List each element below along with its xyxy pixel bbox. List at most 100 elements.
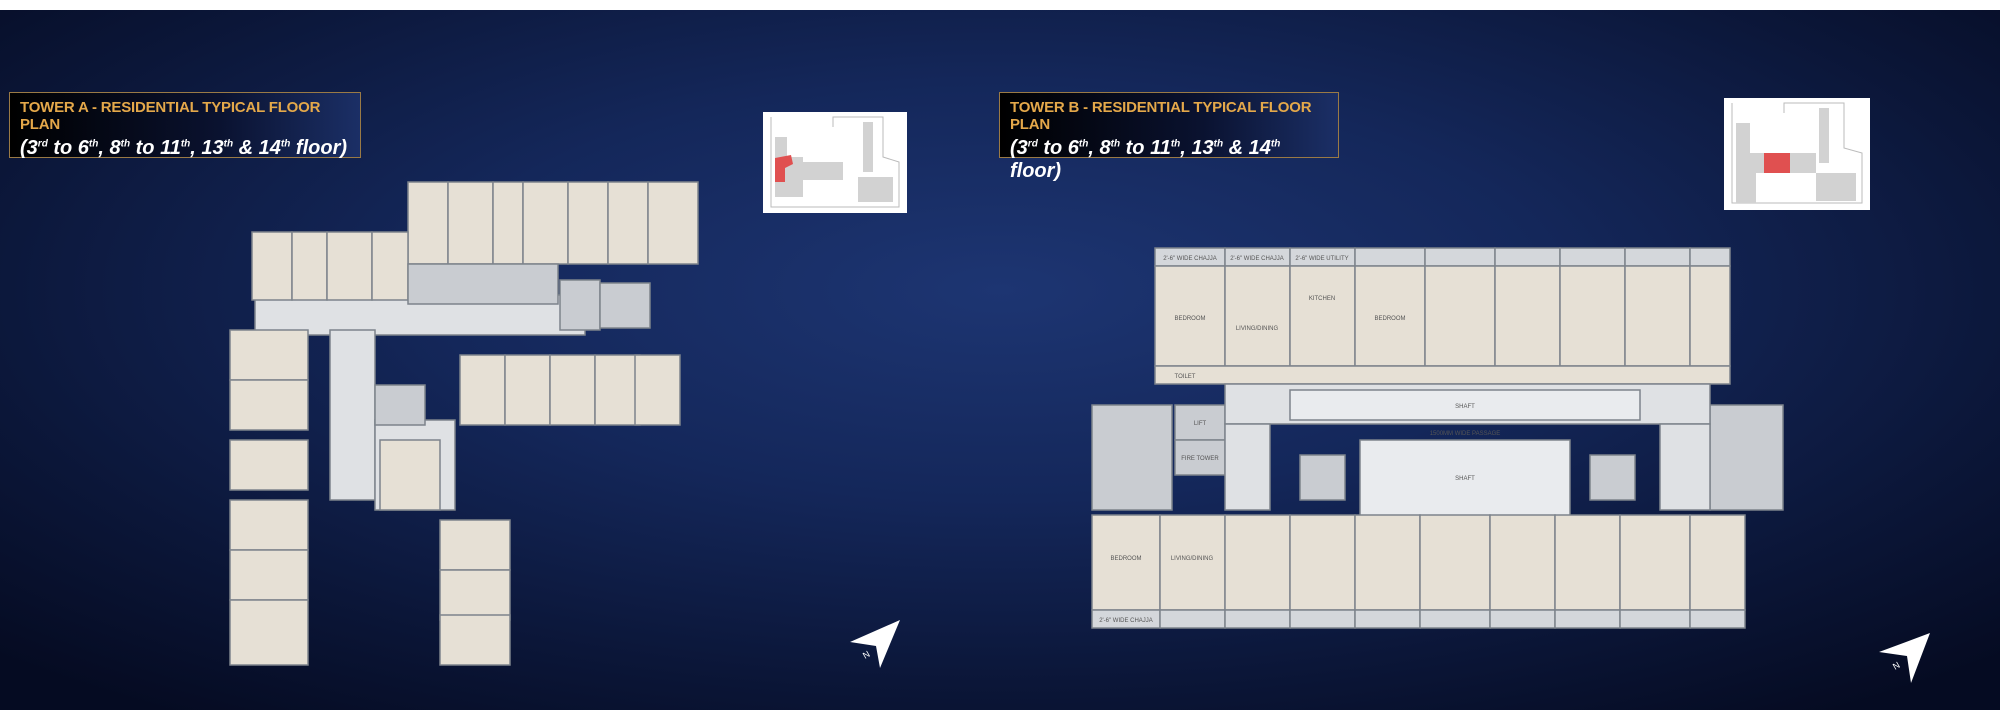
unit-room — [1224, 265, 1291, 367]
unit-room — [1554, 514, 1621, 611]
north-label-a: N — [861, 649, 872, 661]
room-label: BEDROOM — [1174, 316, 1205, 322]
unit-room — [229, 329, 309, 381]
shaft — [407, 263, 559, 305]
shaft — [1359, 439, 1571, 521]
unit-room — [1624, 265, 1691, 367]
passage — [1659, 423, 1711, 511]
room-label: LIVING/DINING — [1171, 556, 1214, 562]
tower-b-floor-plan: 2'-6" WIDE CHAJJA 2'-6" WIDE CHAJJA 2'-6" … — [1091, 247, 1784, 629]
unit-room — [291, 231, 328, 301]
unit-room — [229, 439, 309, 491]
north-arrow-a-icon: N — [850, 620, 900, 668]
chajja — [1289, 609, 1356, 629]
chajja — [1689, 609, 1746, 629]
unit-room — [1689, 265, 1731, 367]
unit-room — [379, 439, 441, 511]
key-plan-a-drawing — [770, 116, 900, 208]
shaft-label: SHAFT — [1455, 476, 1475, 482]
chajja — [1494, 247, 1561, 267]
unit-room — [1689, 514, 1746, 611]
fire-tower-label: FIRE TOWER — [1181, 456, 1219, 462]
tower-b-title: TOWER B - RESIDENTIAL TYPICAL FLOOR PLAN — [1010, 99, 1312, 133]
unit-room — [229, 549, 309, 601]
chajja — [1354, 247, 1426, 267]
room-label: TOILET — [1175, 374, 1196, 380]
tower-b-floors: (3rd to 6th, 8th to 11th, 13th & 14th fl… — [1010, 137, 1281, 182]
unit-room — [229, 499, 309, 551]
chajja — [1159, 609, 1226, 629]
unit-room — [459, 354, 506, 426]
unit-room — [439, 614, 511, 666]
chajja — [1624, 247, 1691, 267]
tower-a-title: TOWER A - RESIDENTIAL TYPICAL FLOOR PLAN — [20, 99, 321, 133]
tower-b-title-box: TOWER B - RESIDENTIAL TYPICAL FLOOR PLAN… — [999, 92, 1339, 182]
unit-room — [447, 181, 494, 265]
north-arrow-b-icon: N — [1879, 633, 1930, 683]
unit-room — [1224, 514, 1291, 611]
lift-label: LIFT — [1194, 421, 1207, 427]
chajja-label: 2'-6" WIDE CHAJJA — [1163, 256, 1217, 262]
unit-room — [549, 354, 596, 426]
staircase — [374, 384, 426, 426]
unit-room — [229, 379, 309, 431]
unit-room — [634, 354, 681, 426]
lift-core — [559, 279, 601, 331]
unit-room — [1424, 265, 1496, 367]
utility-label: 2'-6" WIDE UTILITY — [1295, 256, 1348, 262]
unit-room — [251, 231, 293, 301]
tower-a-floors: (3rd to 6th, 8th to 11th, 13th & 14th fl… — [20, 137, 348, 159]
unit-room — [1289, 514, 1356, 611]
chajja — [1354, 609, 1421, 629]
unit-room — [326, 231, 373, 301]
north-label-b: N — [1891, 660, 1902, 672]
room-label: LIVING/DINING — [1236, 326, 1279, 332]
unit-room — [1494, 265, 1561, 367]
tower-a-floor-plan — [229, 181, 699, 666]
unit-room — [407, 181, 449, 265]
unit-room — [1154, 265, 1226, 367]
unit-room — [229, 599, 309, 666]
passage-label: 1500MM WIDE PASSAGE — [1430, 431, 1501, 437]
unit-room — [1489, 514, 1556, 611]
room-label: BEDROOM — [1110, 556, 1141, 562]
unit-room — [1419, 514, 1491, 611]
unit-room — [647, 181, 699, 265]
chajja — [1419, 609, 1491, 629]
unit-room — [504, 354, 551, 426]
tower-a-highlight — [775, 155, 793, 182]
chajja — [1224, 609, 1291, 629]
room-label: BEDROOM — [1374, 316, 1405, 322]
shaft-label: SHAFT — [1455, 404, 1475, 410]
unit-room — [1091, 514, 1161, 611]
chajja — [1559, 247, 1626, 267]
room-label: KITCHEN — [1309, 296, 1335, 302]
chajja — [1424, 247, 1496, 267]
chajja — [1619, 609, 1691, 629]
staircase-right — [1709, 404, 1784, 511]
fire-tower — [1174, 439, 1226, 476]
unit-room — [1289, 265, 1356, 367]
unit-room — [607, 181, 649, 265]
staircase-left — [1091, 404, 1173, 511]
unit-room — [492, 181, 524, 265]
shaft — [1289, 389, 1641, 421]
unit-room — [439, 569, 511, 621]
lift — [1589, 454, 1636, 501]
toilet-row — [1154, 365, 1731, 385]
tower-a-key-plan — [763, 112, 907, 213]
chajja — [1689, 247, 1731, 267]
passage — [1224, 423, 1271, 511]
chajja-label: 2'-6" WIDE CHAJJA — [1099, 618, 1153, 624]
unit-room — [439, 519, 511, 571]
staircase — [599, 282, 651, 329]
tower-a-title-box: TOWER A - RESIDENTIAL TYPICAL FLOOR PLAN… — [9, 92, 361, 159]
unit-room — [1619, 514, 1691, 611]
chajja — [1554, 609, 1621, 629]
tower-b-key-plan — [1724, 98, 1870, 210]
chajja-label: 2'-6" WIDE CHAJJA — [1230, 256, 1284, 262]
unit-room — [1559, 265, 1626, 367]
unit-room — [1354, 514, 1421, 611]
corridor — [329, 329, 376, 501]
